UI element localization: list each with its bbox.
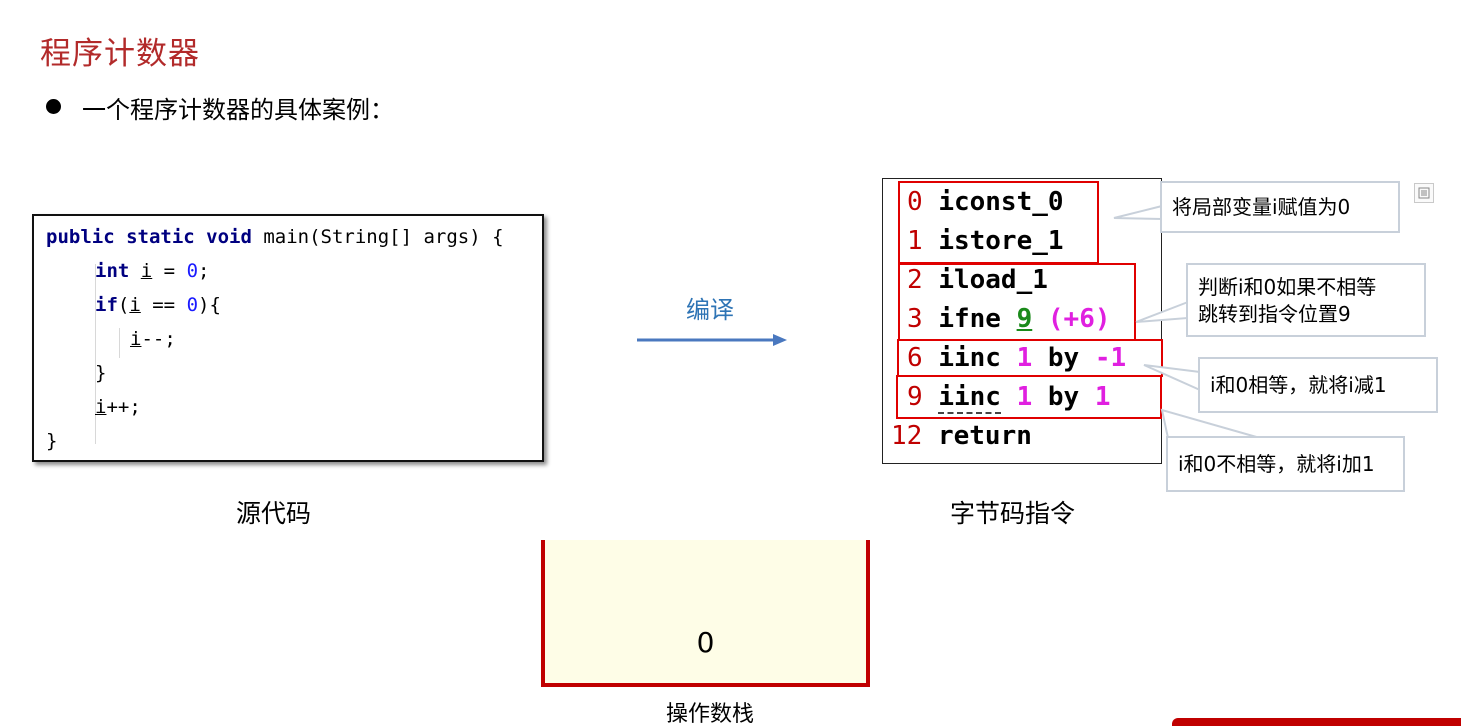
compile-label: 编译 — [686, 296, 734, 324]
source-code-panel: public static void main(String[] args) {… — [32, 214, 544, 462]
bytecode-caption: 字节码指令 — [950, 499, 1076, 528]
callout-compare: 判断i和0如果不相等 跳转到指令位置9 — [1186, 263, 1426, 337]
callout-assign: 将局部变量i赋值为0 — [1160, 181, 1400, 233]
code-line-7: } — [46, 430, 58, 452]
callout-compare-line1: 判断i和0如果不相等 — [1198, 275, 1377, 299]
source-code-caption: 源代码 — [236, 499, 312, 528]
callout-increment: i和0不相等，就将i加1 — [1166, 436, 1405, 492]
fullscreen-icon[interactable] — [1414, 183, 1434, 203]
bytecode-row: 2 iload_1 — [907, 265, 1048, 295]
code-line-3: if(i == 0){ — [95, 294, 221, 316]
bytecode-row: 6 iinc 1 by -1 — [907, 343, 1127, 373]
bytecode-row: 1 istore_1 — [907, 226, 1064, 256]
operand-stack-caption: 操作数栈 — [666, 702, 755, 727]
highlight-box-increment — [896, 375, 1162, 419]
stack-value: 0 — [696, 626, 715, 659]
bottom-accent-bar — [1172, 718, 1461, 726]
code-line-1: public static void main(String[] args) { — [46, 226, 504, 248]
callout-decrement: i和0相等，就将i减1 — [1198, 357, 1438, 413]
bytecode-row: 12 return — [891, 421, 1032, 451]
indent-guide — [119, 328, 120, 358]
bytecode-row: 3 ifne 9 (+6) — [907, 304, 1111, 334]
operand-stack: 0 — [541, 540, 870, 687]
code-line-4: i--; — [130, 328, 176, 350]
compile-arrow-icon — [637, 334, 787, 346]
code-line-5: } — [95, 362, 107, 384]
bullet-text: 一个程序计数器的具体案例： — [82, 96, 394, 124]
indent-guide — [95, 264, 96, 444]
code-line-6: i++; — [95, 396, 141, 418]
code-line-2: int i = 0; — [95, 260, 210, 282]
bytecode-row: 0 iconst_0 — [907, 187, 1064, 217]
bytecode-row: 9 iinc 1 by 1 — [907, 382, 1111, 414]
callout-compare-line2: 跳转到指令位置9 — [1198, 302, 1351, 326]
bytecode-panel: 0 iconst_0 1 istore_1 2 iload_1 3 ifne 9… — [882, 178, 1163, 464]
bullet-dot — [46, 99, 61, 114]
slide-title: 程序计数器 — [40, 36, 200, 72]
